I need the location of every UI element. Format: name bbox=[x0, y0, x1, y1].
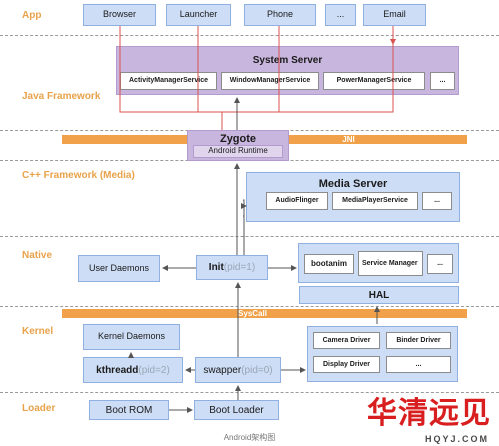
driver-camera: Camera Driver bbox=[313, 332, 380, 349]
swapper-label: swapper bbox=[203, 364, 242, 376]
media-service-more: ... bbox=[422, 192, 452, 210]
service-media-player: MediaPlayerService bbox=[332, 192, 418, 210]
driver-display: Display Driver bbox=[313, 356, 380, 373]
zygote-runtime: Android Runtime bbox=[193, 145, 283, 158]
init-label: Init bbox=[208, 262, 224, 273]
swapper-process: swapper(pid=0) bbox=[195, 357, 281, 383]
boot-rom: Boot ROM bbox=[89, 400, 169, 420]
user-daemons: User Daemons bbox=[78, 255, 160, 282]
app-launcher: Launcher bbox=[166, 4, 231, 26]
service-bootanim: bootanim bbox=[304, 254, 354, 274]
service-manager: Service Manager bbox=[358, 251, 423, 276]
separator-app bbox=[0, 35, 499, 36]
system-server-title: System Server bbox=[252, 55, 323, 66]
driver-binder: Binder Driver bbox=[386, 332, 451, 349]
layer-label-native: Native bbox=[22, 250, 53, 261]
swapper-pid: (pid=0) bbox=[241, 364, 273, 376]
separator-cpp bbox=[0, 236, 499, 237]
separator-native bbox=[0, 306, 499, 307]
layer-label-loader: Loader bbox=[22, 403, 56, 414]
syscall-bar: SysCall bbox=[62, 309, 467, 318]
app-links bbox=[119, 26, 396, 130]
media-server-title: Media Server bbox=[318, 178, 388, 190]
driver-more: ... bbox=[386, 356, 451, 373]
service-activity-manager: ActivityManagerService bbox=[120, 72, 217, 90]
service-power-manager: PowerManagerService bbox=[323, 72, 425, 90]
init-pid: (pid=1) bbox=[223, 262, 256, 273]
watermark-logo: 华清远见 bbox=[367, 396, 491, 431]
app-phone: Phone bbox=[244, 4, 316, 26]
app-more: ... bbox=[325, 4, 356, 26]
jni-label: JNI bbox=[342, 135, 355, 144]
kernel-daemons: Kernel Daemons bbox=[83, 324, 180, 350]
watermark-url: HQYJ.COM bbox=[424, 434, 489, 444]
layer-label-kernel: Kernel bbox=[22, 326, 54, 337]
app-browser: Browser bbox=[83, 4, 156, 26]
layer-label-java-framework: Java Framework bbox=[22, 91, 101, 102]
zygote-title: Zygote bbox=[219, 133, 257, 145]
service-window-manager: WindowManagerService bbox=[221, 72, 319, 90]
boot-loader: Boot Loader bbox=[194, 400, 279, 420]
layer-label-app: App bbox=[22, 10, 42, 21]
app-email: Email bbox=[363, 4, 426, 26]
kthreadd-process: kthreadd(pid=2) bbox=[83, 357, 183, 383]
diagram-caption: Android架构图 bbox=[223, 433, 276, 442]
syscall-label: SysCall bbox=[238, 309, 267, 318]
layer-label-cpp-framework: C++ Framework (Media) bbox=[22, 170, 135, 181]
kthreadd-pid: (pid=2) bbox=[138, 364, 170, 376]
kthreadd-label: kthreadd bbox=[96, 364, 139, 376]
init-process: Init(pid=1) bbox=[196, 255, 268, 280]
native-service-more: ... bbox=[427, 254, 453, 274]
service-audio-flinger: AudioFlinger bbox=[266, 192, 328, 210]
service-more: ... bbox=[430, 72, 455, 90]
separator-kernel bbox=[0, 392, 499, 393]
hal: HAL bbox=[299, 286, 459, 304]
